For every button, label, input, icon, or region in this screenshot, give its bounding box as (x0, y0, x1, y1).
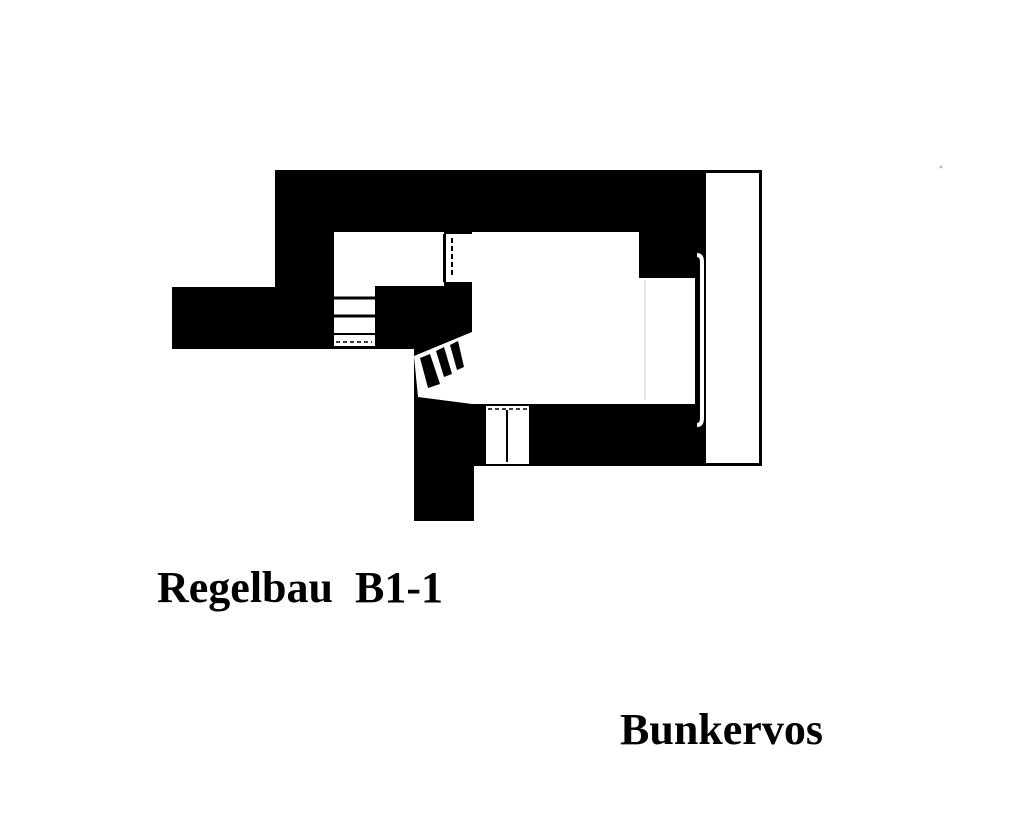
loophole-step (450, 341, 464, 370)
plan-details (334, 234, 646, 462)
embrasure-opening (706, 173, 759, 463)
door-passage (446, 234, 472, 282)
loophole-steps (420, 341, 464, 388)
embrasure-rail (696, 253, 704, 427)
credit-label: Bunkervos (620, 705, 823, 754)
stairway (334, 275, 375, 346)
plan-title: Regelbau B1-1 (157, 563, 443, 612)
main-room (472, 232, 695, 404)
rail-outline (696, 253, 704, 427)
stray-mark (939, 165, 943, 169)
loophole-step (436, 347, 452, 377)
loophole-step (420, 354, 440, 388)
